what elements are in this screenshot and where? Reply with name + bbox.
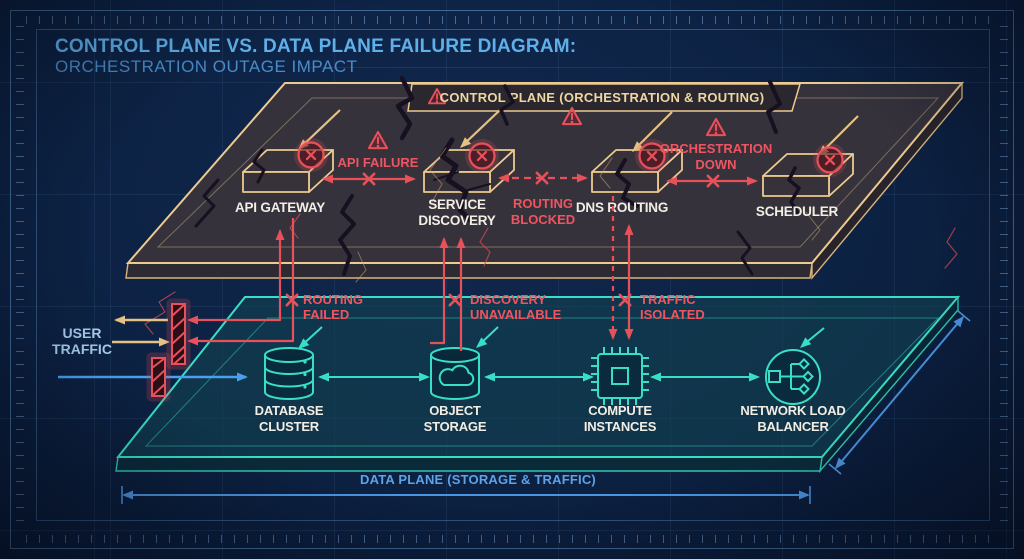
orchestration-down-label-line1: ORCHESTRATION bbox=[660, 141, 772, 156]
routing-blocked-label-line1: ROUTING bbox=[513, 196, 573, 211]
user-traffic-label-line1: USER bbox=[63, 325, 102, 341]
service-discovery-label-line1: SERVICE bbox=[428, 197, 486, 212]
discovery-unavailable-label-line1: DISCOVERY bbox=[470, 292, 546, 307]
routing-failed-label-line2: FAILED bbox=[303, 307, 349, 322]
compute-instances-label-line1: COMPUTE bbox=[588, 403, 652, 418]
data-plane: DATABASE CLUSTER OBJECT STORAGE COMPUTE … bbox=[115, 295, 961, 474]
dns-routing-label: DNS ROUTING bbox=[576, 200, 668, 215]
diagram-title: CONTROL PLANE VS. DATA PLANE FAILURE DIA… bbox=[55, 36, 576, 76]
discovery-unavailable-label-line2: UNAVAILABLE bbox=[470, 307, 562, 322]
traffic-isolated-label-line2: ISOLATED bbox=[640, 307, 705, 322]
service-discovery-label-line2: DISCOVERY bbox=[418, 213, 495, 228]
object-storage-label-line2: STORAGE bbox=[424, 419, 487, 434]
traffic-isolated-label-line1: TRAFFIC bbox=[640, 292, 696, 307]
control-plane-banner: CONTROL PLANE (ORCHESTRATION & ROUTING) bbox=[407, 83, 802, 112]
cpu-chip-icon bbox=[591, 347, 649, 405]
object-storage-label-line1: OBJECT bbox=[429, 403, 481, 418]
control-plane-front-face bbox=[125, 262, 813, 279]
load-balancer-icon bbox=[765, 349, 821, 405]
api-failure-label: API FAILURE bbox=[338, 155, 419, 170]
title-line1: CONTROL PLANE VS. DATA PLANE FAILURE DIA… bbox=[55, 36, 577, 57]
user-traffic-label-line2: TRAFFIC bbox=[52, 341, 112, 357]
database-cluster-label-line1: DATABASE bbox=[255, 403, 324, 418]
title-line2: ORCHESTRATION OUTAGE IMPACT bbox=[55, 57, 358, 77]
cloud-storage-icon bbox=[430, 347, 480, 400]
orchestration-down-label-line2: DOWN bbox=[695, 157, 736, 172]
error-x-icon bbox=[294, 138, 328, 172]
api-gateway-label: API GATEWAY bbox=[235, 200, 325, 215]
error-x-icon bbox=[465, 139, 499, 173]
compute-instances-label-line2: INSTANCES bbox=[584, 419, 657, 434]
traffic-barrier-tall bbox=[166, 298, 191, 370]
network-load-balancer-label-line1: NETWORK LOAD bbox=[740, 403, 845, 418]
routing-blocked-label-line2: BLOCKED bbox=[511, 212, 575, 227]
control-plane-banner-label: CONTROL PLANE (ORCHESTRATION & ROUTING) bbox=[440, 90, 765, 105]
database-cluster-label-line2: CLUSTER bbox=[259, 419, 320, 434]
data-plane-banner-label: DATA PLANE (STORAGE & TRAFFIC) bbox=[360, 472, 596, 487]
data-plane-measure-bottom: DATA PLANE (STORAGE & TRAFFIC) bbox=[121, 472, 811, 504]
scheduler-label: SCHEDULER bbox=[756, 204, 839, 219]
network-load-balancer-label-line2: BALANCER bbox=[757, 419, 829, 434]
traffic-barrier-short bbox=[146, 352, 171, 402]
database-icon bbox=[264, 347, 314, 400]
data-plane-front-face bbox=[115, 456, 823, 472]
error-x-icon bbox=[813, 143, 847, 177]
routing-failed-label-line1: ROUTING bbox=[303, 292, 363, 307]
